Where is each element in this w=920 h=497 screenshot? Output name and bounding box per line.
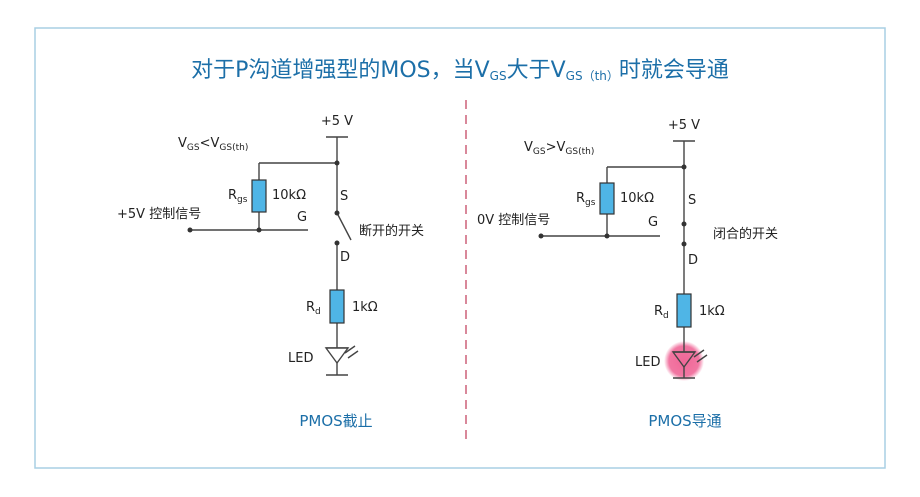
right-rd-value: 1kΩ: [699, 304, 725, 319]
left-led-icon: [324, 347, 350, 365]
left-vgs-condition: VGS<VGS(th): [178, 136, 248, 153]
right-caption: PMOS导通: [648, 412, 721, 430]
outer-frame: [34, 27, 886, 469]
left-rgs-label: Rgs: [228, 188, 248, 205]
title-sub2: GS（th）: [566, 69, 619, 83]
right-drain-label: D: [688, 253, 698, 268]
page-title: 对于P沟道增强型的MOS，当VGS大于VGS（th）时就会导通: [191, 58, 729, 83]
right-rgs-value: 10kΩ: [620, 191, 654, 206]
right-rd-resistor-icon: [676, 293, 692, 328]
right-led-glow: [664, 341, 704, 381]
right-supply-label: +5 V: [668, 118, 700, 133]
right-rd-label: Rd: [654, 304, 669, 321]
left-open-switch: [336, 212, 352, 241]
left-supply-label: +5 V: [321, 114, 353, 129]
left-source-label: S: [340, 189, 348, 204]
left-rd-value: 1kΩ: [352, 300, 378, 315]
right-gate-label: G: [648, 215, 658, 230]
left-input-label: +5V 控制信号: [117, 207, 201, 222]
right-source-label: S: [688, 193, 696, 208]
left-rgs-resistor-icon: [251, 179, 267, 213]
title-part2: 大于V: [507, 58, 566, 83]
left-rgs-value: 10kΩ: [272, 188, 306, 203]
left-led-label: LED: [288, 351, 313, 366]
left-drain-label: D: [340, 250, 350, 265]
right-rgs-resistor-icon: [599, 182, 615, 215]
right-switch-label: 闭合的开关: [713, 226, 778, 242]
right-led-label: LED: [635, 355, 660, 370]
right-led-icon: [671, 351, 697, 369]
title-sub1: GS: [490, 69, 507, 83]
left-switch-label: 断开的开关: [359, 223, 424, 239]
left-rd-resistor-icon: [329, 289, 345, 324]
left-gate-label: G: [297, 210, 307, 225]
left-caption: PMOS截止: [299, 412, 372, 430]
title-part3: 时就会导通: [619, 58, 729, 83]
left-rd-label: Rd: [306, 300, 321, 317]
right-vgs-condition: VGS>VGS(th): [524, 140, 594, 157]
right-circuit: [541, 140, 708, 379]
right-rgs-label: Rgs: [576, 191, 596, 208]
right-input-label: 0V 控制信号: [477, 213, 550, 228]
title-part1: 对于P沟道增强型的MOS，当V: [191, 58, 490, 83]
